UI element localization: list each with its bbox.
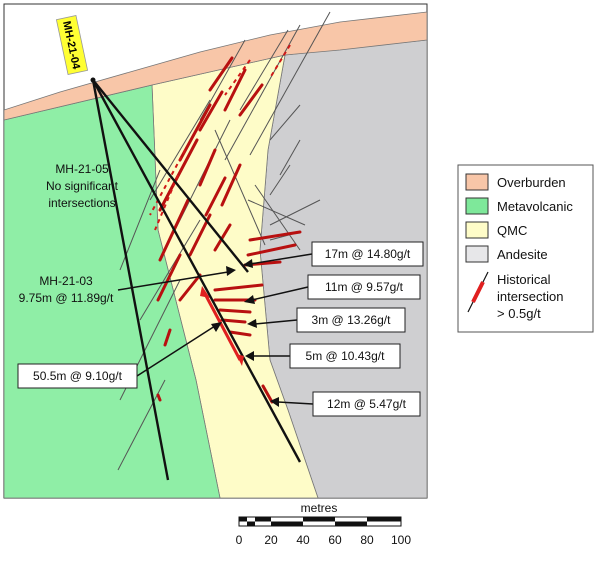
callout-11m: 11m @ 9.57g/t — [244, 274, 421, 304]
legend-item-metavolcanic: Metavolcanic — [465, 197, 573, 215]
svg-text:MH-21-05: MH-21-05 — [55, 162, 109, 176]
svg-text:0: 0 — [236, 533, 243, 547]
legend-item-qmc: QMC — [465, 221, 527, 239]
svg-text:9.75m @ 11.89g/t: 9.75m @ 11.89g/t — [19, 291, 114, 305]
callout-5m: 5m @ 10.43g/t — [245, 343, 401, 369]
svg-text:80: 80 — [360, 533, 374, 547]
svg-text:12m @ 5.47g/t: 12m @ 5.47g/t — [327, 397, 407, 411]
minor-intercepts — [149, 44, 291, 231]
historical-intersections — [156, 56, 302, 404]
legend-item-historical-intersection: Historical intersection > 0.5g/t — [467, 271, 563, 321]
svg-text:MH-21-03: MH-21-03 — [39, 274, 93, 288]
callout-3m: 3m @ 13.26g/t — [247, 307, 406, 333]
callout-50-5m: 50.5m @ 9.10g/t — [17, 322, 222, 389]
main-intersection-arrow — [200, 286, 244, 366]
legend-item-andesite: Andesite — [465, 245, 548, 263]
svg-text:3m @ 13.26g/t: 3m @ 13.26g/t — [312, 313, 392, 327]
label-mh-21-03: MH-21-03 9.75m @ 11.89g/t — [19, 266, 236, 305]
label-mh-21-05: MH-21-05 No significant intersections — [46, 162, 119, 210]
featured-drill-holes — [91, 79, 302, 481]
scale-bar: metres 0 20 40 60 80 100 — [236, 501, 412, 547]
legend-item-overburden: Overburden — [465, 173, 566, 191]
svg-text:QMC: QMC — [497, 223, 527, 238]
svg-text:Metavolcanic: Metavolcanic — [497, 199, 573, 214]
svg-text:17m @ 14.80g/t: 17m @ 14.80g/t — [325, 247, 411, 261]
svg-text:metres: metres — [301, 501, 338, 515]
svg-text:100: 100 — [391, 533, 411, 547]
svg-text:11m @ 9.57g/t: 11m @ 9.57g/t — [325, 280, 404, 294]
svg-text:20: 20 — [264, 533, 278, 547]
svg-text:Historical: Historical — [497, 272, 551, 287]
svg-text:Andesite: Andesite — [497, 247, 548, 262]
svg-text:50.5m @ 9.10g/t: 50.5m @ 9.10g/t — [33, 369, 123, 383]
svg-text:40: 40 — [296, 533, 310, 547]
svg-text:No significant: No significant — [46, 179, 119, 193]
legend: Overburden Metavolcanic QMC Andesite His… — [457, 164, 594, 333]
svg-text:5m @ 10.43g/t: 5m @ 10.43g/t — [306, 349, 386, 363]
collar-point — [90, 77, 96, 83]
overburden-unit — [4, 11, 427, 121]
callout-12m: 12m @ 5.47g/t — [270, 391, 421, 417]
svg-text:> 0.5g/t: > 0.5g/t — [497, 306, 541, 321]
callout-17m: 17m @ 14.80g/t — [243, 241, 424, 268]
svg-text:intersections: intersections — [48, 196, 115, 210]
svg-text:intersection: intersection — [497, 289, 563, 304]
svg-text:Overburden: Overburden — [497, 175, 566, 190]
collar-label: MH-21-04 — [55, 15, 89, 75]
svg-text:60: 60 — [328, 533, 342, 547]
